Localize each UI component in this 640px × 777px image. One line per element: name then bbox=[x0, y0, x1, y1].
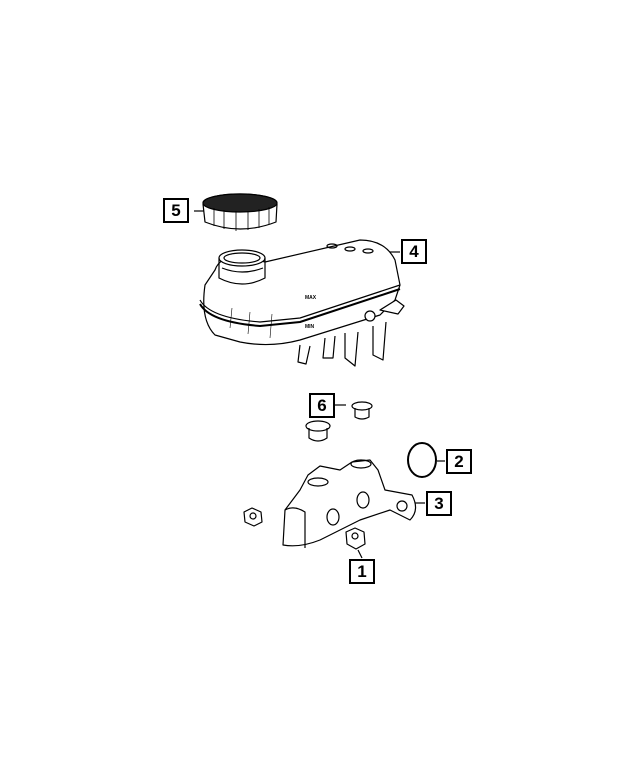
reservoir-cap-drawing bbox=[202, 193, 278, 231]
max-mark: MAX bbox=[305, 295, 317, 301]
min-mark: MIN bbox=[305, 324, 315, 330]
callout-4[interactable]: 4 bbox=[401, 239, 427, 264]
grommets-drawing bbox=[305, 401, 373, 442]
master-cylinder-drawing bbox=[282, 459, 417, 548]
callout-5[interactable]: 5 bbox=[163, 198, 189, 223]
callout-2[interactable]: 2 bbox=[446, 449, 472, 474]
reservoir-drawing: MAX MIN bbox=[199, 239, 405, 367]
callout-6[interactable]: 6 bbox=[309, 393, 335, 418]
callout-1[interactable]: 1 bbox=[349, 559, 375, 584]
o-ring-drawing bbox=[407, 442, 437, 478]
callout-3[interactable]: 3 bbox=[426, 491, 452, 516]
nuts-drawing bbox=[243, 507, 366, 550]
